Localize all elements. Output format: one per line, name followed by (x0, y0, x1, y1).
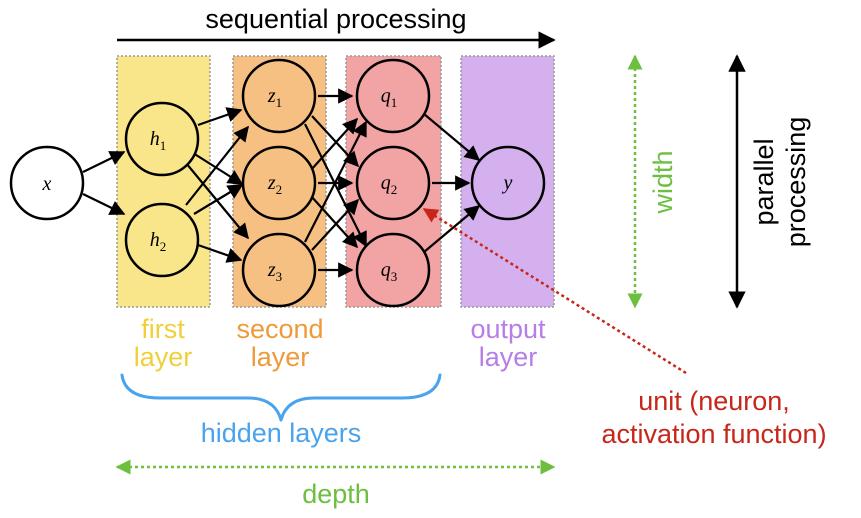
edge-x-h1 (82, 151, 126, 173)
edge-h1-z2 (192, 152, 244, 185)
edge-z2-q3 (310, 195, 359, 249)
node-q1-label: q1 (381, 85, 398, 110)
node-x (9, 145, 85, 221)
edge-z1-q3 (304, 123, 367, 248)
edge-z2-q1 (310, 117, 359, 171)
node-q2-label: q2 (381, 172, 398, 197)
second-layer-label-line2: layer (251, 342, 310, 372)
processing-label: processing (781, 117, 811, 248)
edge-q3-y (423, 205, 481, 253)
connections (82, 88, 481, 278)
unit-label-line1: unit (neuron, (638, 386, 790, 416)
edge-h2-z3 (197, 243, 243, 263)
edge-h2-z2 (193, 184, 244, 215)
first-layer-label-line1: first (141, 314, 185, 344)
edge-z3-q1 (304, 120, 367, 243)
first-layer-label-line2: layer (134, 342, 193, 372)
node-q2 (355, 145, 431, 221)
node-z2-label: z2 (267, 172, 282, 197)
node-h2-label: h2 (150, 229, 167, 254)
unit-label-line2: activation function) (601, 419, 826, 449)
output-layer-label-line1: output (470, 314, 546, 344)
edge-z1-q2 (311, 115, 360, 168)
node-h1-label: h1 (150, 128, 167, 153)
node-y-label: y (502, 172, 513, 194)
node-q1 (355, 58, 431, 134)
parallel-label: parallel (749, 138, 779, 225)
edge-q1-y (423, 113, 481, 161)
edge-h2-z1 (185, 125, 249, 206)
edge-x-h2 (82, 193, 126, 215)
hidden-layers-label: hidden layers (201, 418, 362, 448)
node-h2 (124, 202, 200, 278)
node-y (470, 145, 546, 221)
sequential-processing-label: sequential processing (205, 4, 466, 34)
width-label: width (648, 150, 678, 214)
edge-z3-q2 (311, 198, 360, 251)
hidden-layers-brace (120, 373, 442, 422)
node-q3-label: q3 (381, 259, 398, 284)
node-z1 (241, 58, 317, 134)
node-q3 (355, 232, 431, 308)
node-z2 (241, 145, 317, 221)
second-layer-label-line1: second (236, 314, 323, 344)
node-x-label: x (42, 173, 52, 195)
node-z1-label: z1 (267, 85, 282, 110)
output-layer-label-line2: layer (479, 342, 538, 372)
depth-label: depth (302, 479, 370, 509)
node-h1 (124, 101, 200, 177)
node-z3 (241, 232, 317, 308)
node-z3-label: z3 (267, 259, 282, 284)
edge-h1-z1 (197, 107, 243, 127)
